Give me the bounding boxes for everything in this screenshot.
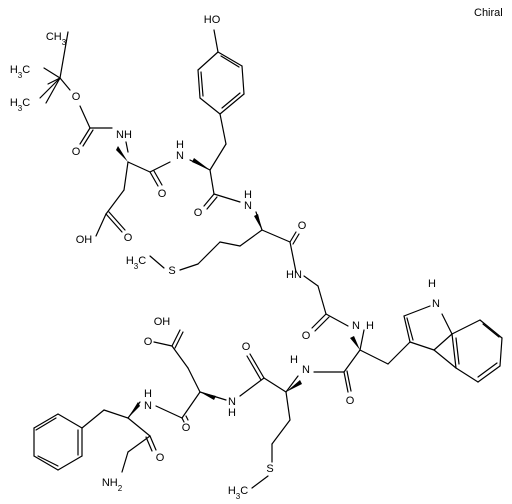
met2-sulfur: S: [266, 463, 273, 475]
met1-nitrogen: N: [244, 200, 252, 212]
asp1-nh-label: NH: [116, 129, 132, 141]
stereo-wedges: [116, 146, 360, 418]
met2-ch3-label: H3C: [228, 485, 248, 501]
asp2-acid-oxygen: O: [144, 336, 153, 348]
met2-nitrogen: N: [302, 364, 310, 376]
asp1-amide-oxygen: O: [158, 188, 167, 200]
gly-carbonyl-oxygen: O: [302, 330, 311, 342]
trp-nitrogen: N: [352, 320, 360, 332]
trp-carbonyl-oxygen: O: [346, 395, 355, 407]
boc-carbonyl-oxygen: O: [72, 146, 81, 158]
atom-labels: HO CH3 H3C H3C O O NH OH O O N H O N H S…: [10, 14, 440, 501]
met2-carbonyl-oxygen: O: [242, 341, 251, 353]
asp2-n-hydrogen: H: [228, 407, 236, 419]
tyr-n-hydrogen: H: [176, 139, 184, 151]
met1-n-hydrogen: H: [244, 189, 252, 201]
phe-nh2-label: NH2: [102, 477, 123, 493]
met1-sulfur: S: [168, 265, 175, 277]
chirality-label: Chiral: [474, 7, 503, 19]
met2-n-hydrogen: H: [290, 354, 298, 366]
boc-ester-oxygen: O: [72, 91, 81, 103]
asp2-oh-label: OH: [154, 316, 171, 328]
tyr-carbonyl-oxygen: O: [194, 207, 203, 219]
trp-indole-hydrogen: H: [428, 278, 436, 290]
boc-ch3-mid-label: H3C: [10, 97, 30, 113]
phe-n-hydrogen: H: [144, 388, 152, 400]
phe-carbonyl-oxygen: O: [156, 452, 165, 464]
tyr-nitrogen: N: [176, 150, 184, 162]
asp1-acid-oxygen: O: [124, 232, 133, 244]
met1-ch3-label: H3C: [126, 255, 146, 271]
boc-ch3-left-label: H3C: [10, 64, 30, 80]
phe-nitrogen: N: [144, 400, 152, 412]
met1-carbonyl-oxygen: O: [298, 220, 307, 232]
asp1-oh-label: OH: [76, 234, 93, 246]
trp-indole-nitrogen: N: [432, 298, 440, 310]
gly-hn-label: HN: [286, 269, 302, 281]
bond-skeleton: [33, 29, 503, 489]
trp-n-hydrogen: H: [366, 320, 374, 332]
asp2-carbonyl-oxygen: O: [182, 422, 191, 434]
boc-ch3-top-label: CH3: [46, 31, 67, 47]
asp2-nitrogen: N: [228, 396, 236, 408]
tyr-oh-label: HO: [204, 14, 221, 26]
